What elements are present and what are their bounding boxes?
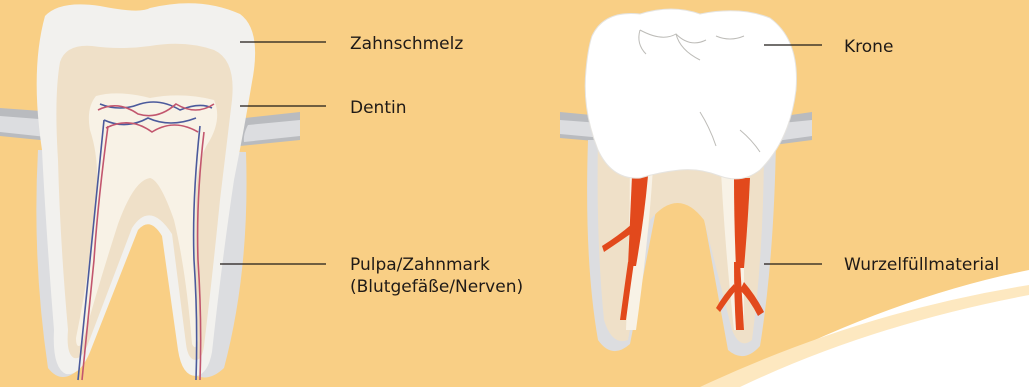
left-tooth [0,3,326,380]
label-root-filling: Wurzelfüllmaterial [844,254,999,276]
label-crown: Krone [844,36,893,58]
right-crown [585,9,796,179]
label-enamel: Zahnschmelz [350,33,463,55]
label-pulp: Pulpa/Zahnmark (Blutgefäße/Nerven) [350,254,523,298]
label-pulp-line2: (Blutgefäße/Nerven) [350,276,523,298]
label-dentin: Dentin [350,97,407,119]
right-tooth [560,9,822,356]
label-dentin-text: Dentin [350,97,407,119]
label-crown-text: Krone [844,36,893,58]
label-root-filling-text: Wurzelfüllmaterial [844,254,999,276]
label-pulp-line1: Pulpa/Zahnmark [350,254,523,276]
label-enamel-text: Zahnschmelz [350,33,463,55]
